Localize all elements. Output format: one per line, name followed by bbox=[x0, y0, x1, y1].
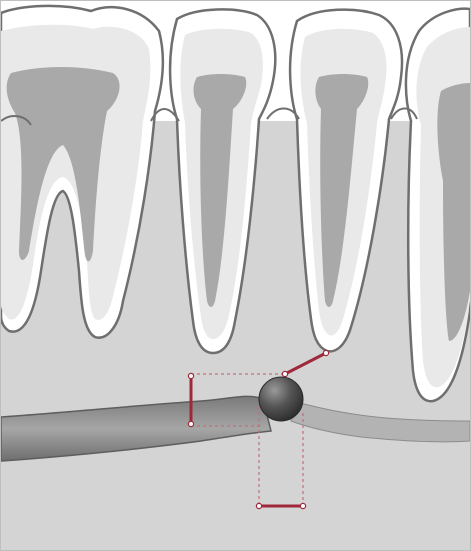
measure-handle bbox=[282, 371, 287, 376]
measure-handle bbox=[323, 350, 328, 355]
incisor-tooth-partial bbox=[406, 9, 470, 402]
measure-handle bbox=[300, 503, 305, 508]
measure-handle bbox=[256, 503, 261, 508]
mental-foramen-ball bbox=[259, 377, 303, 421]
measure-handle bbox=[188, 421, 193, 426]
measure-handle bbox=[188, 373, 193, 378]
